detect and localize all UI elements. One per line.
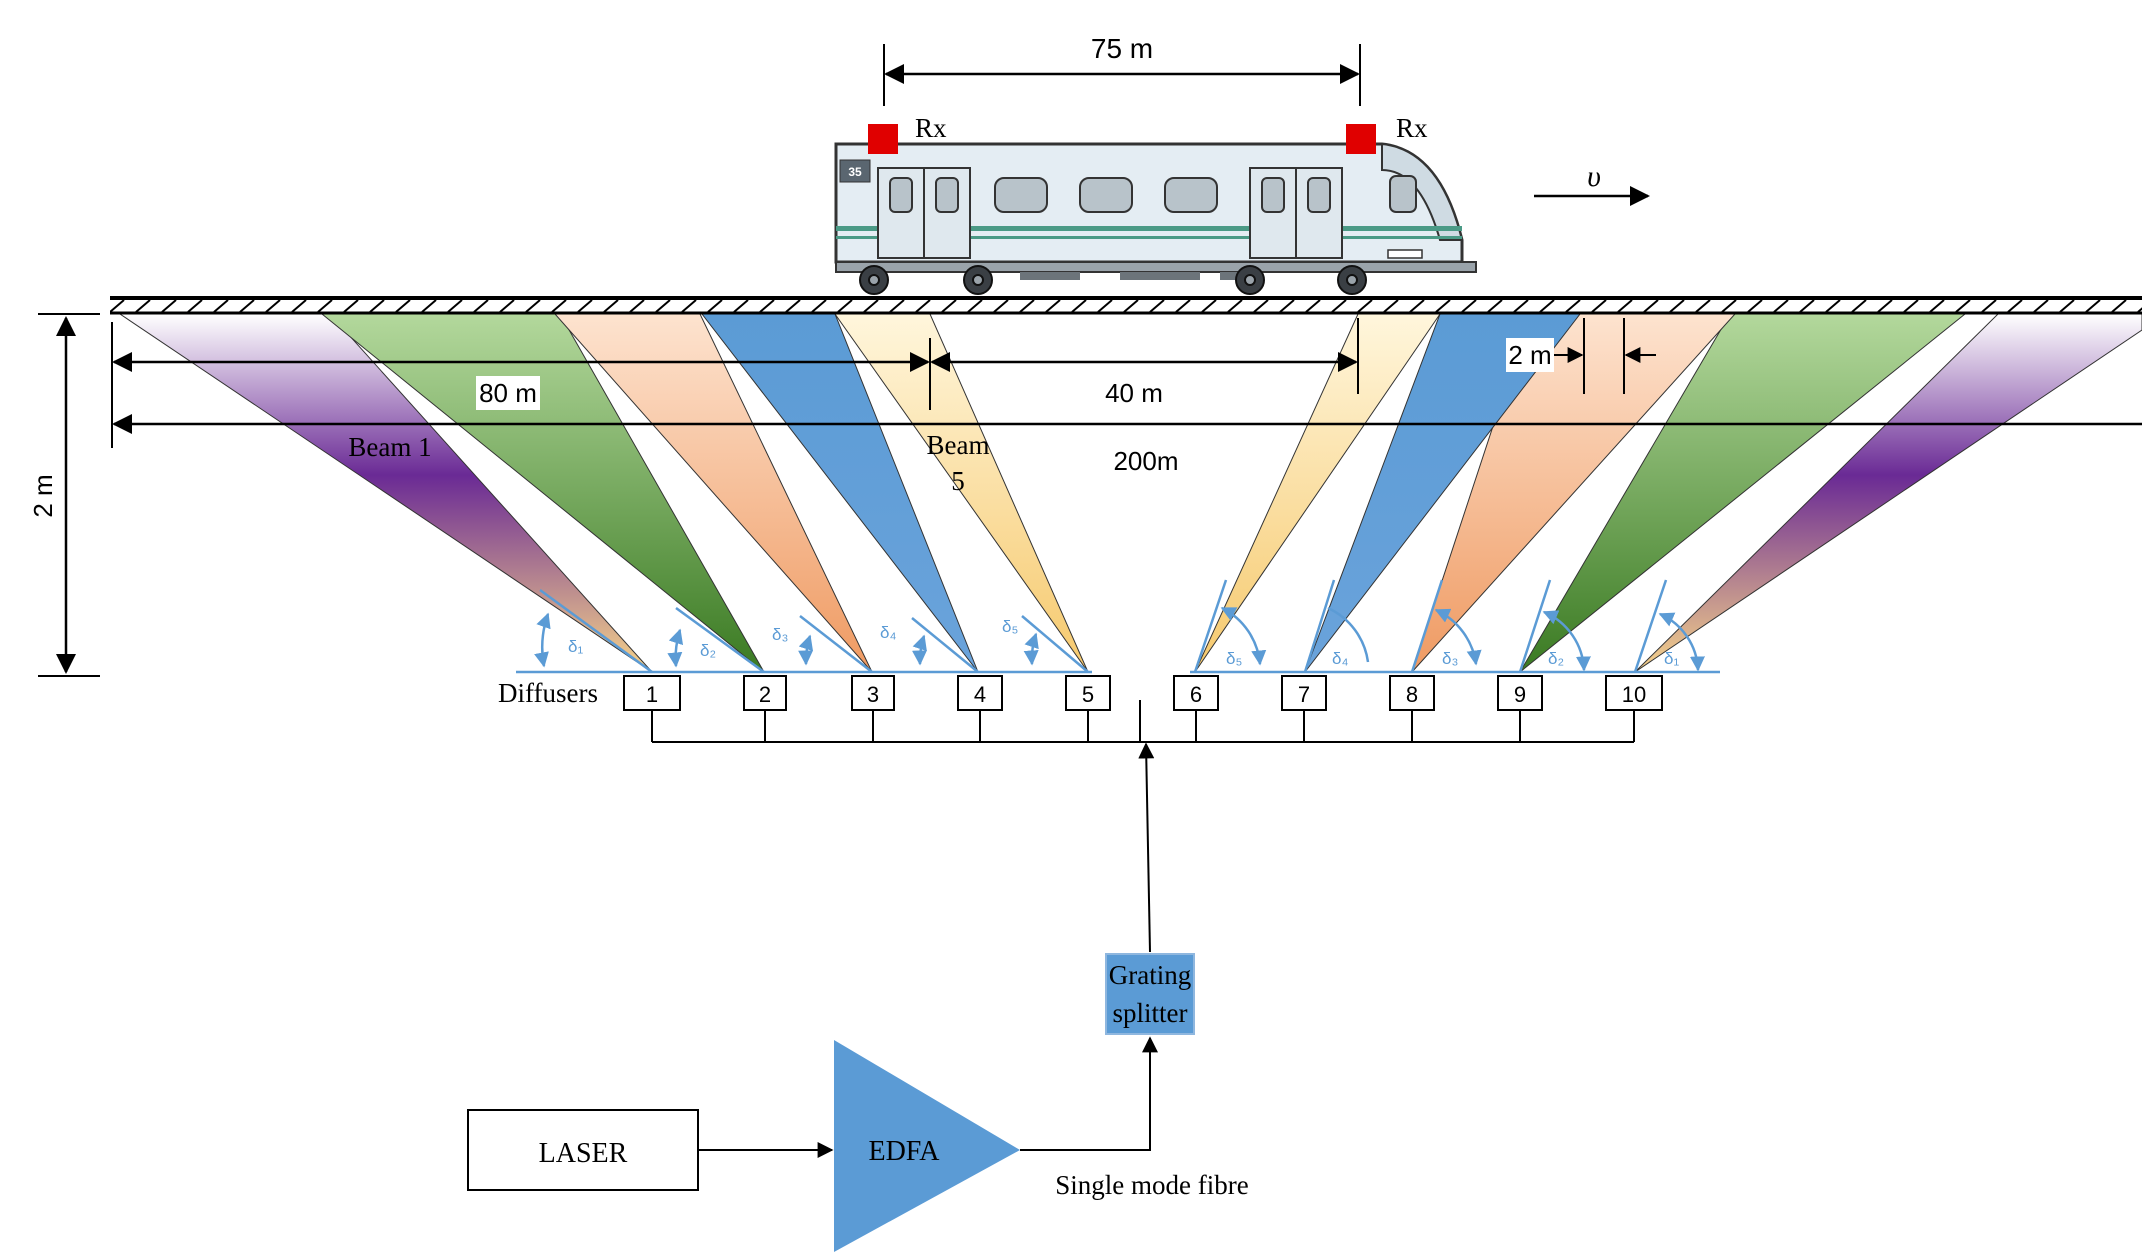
angle-markers-left — [534, 588, 1089, 674]
diffuser-1: 1 — [623, 675, 681, 711]
dim-200m-label: 200m — [1113, 446, 1178, 476]
laser-source: LASER — [467, 1109, 699, 1191]
dim-40m-label: 40 m — [1105, 378, 1163, 408]
svg-text:10: 10 — [1622, 682, 1646, 707]
rx-right-receiver — [1346, 124, 1376, 154]
dim-height-label: 2 m — [28, 474, 58, 517]
diffuser-6: 6 — [1173, 675, 1219, 711]
dim-80m-label: 80 m — [479, 378, 537, 408]
angle-left-1: δ₁ — [568, 637, 583, 656]
beams-left — [118, 313, 1089, 673]
beams-right — [1194, 313, 2142, 673]
track — [110, 296, 2142, 315]
svg-text:5: 5 — [1082, 682, 1094, 707]
svg-text:7: 7 — [1298, 682, 1310, 707]
angle-right-2: δ₄ — [1332, 649, 1348, 668]
splitter-to-bus-arrow — [1138, 742, 1155, 953]
diffuser-4: 4 — [957, 675, 1003, 711]
angle-left-2: δ₂ — [700, 641, 716, 660]
diffuser-5: 5 — [1065, 675, 1111, 711]
angle-left-4: δ₄ — [880, 623, 896, 642]
dim-2m-gap-label: 2 m — [1508, 340, 1551, 370]
grating-splitter: Grating splitter — [1105, 953, 1195, 1035]
svg-text:2: 2 — [759, 682, 771, 707]
svg-text:1: 1 — [646, 682, 658, 707]
svg-text:3: 3 — [867, 682, 879, 707]
angle-left-3: δ₃ — [772, 625, 788, 644]
fibre-label: Single mode fibre — [1055, 1170, 1248, 1200]
beam-5-label-line2: 5 — [951, 466, 965, 496]
diffuser-2: 2 — [743, 675, 787, 711]
angle-right-3: δ₃ — [1442, 649, 1458, 668]
diffuser-10: 10 — [1605, 675, 1663, 711]
dim-200m: 200m — [112, 414, 2142, 476]
grating-label-line1: Grating — [1109, 960, 1191, 990]
dim-75m-label: 75 m — [1091, 33, 1153, 64]
wheels — [859, 265, 1367, 295]
train: 35 Rx Rx — [834, 113, 1477, 295]
diffuser-8: 8 — [1389, 675, 1435, 711]
fibre-path — [1020, 1036, 1158, 1151]
grating-label-line2: splitter — [1113, 998, 1188, 1028]
diffuser-3: 3 — [851, 675, 895, 711]
car-number: 35 — [848, 165, 862, 179]
velocity-label: υ — [1587, 160, 1601, 193]
angle-right-4: δ₂ — [1548, 649, 1564, 668]
beam-5-label-line1: Beam — [927, 430, 990, 460]
dim-40m: 40 m — [929, 318, 1359, 410]
svg-text:6: 6 — [1190, 682, 1202, 707]
dim-height: 2 m — [28, 313, 100, 677]
edfa-amplifier: EDFA — [834, 1040, 1020, 1252]
rx-left-receiver — [868, 124, 898, 154]
rx-left-label: Rx — [915, 113, 947, 143]
dim-75m: 75 m — [883, 33, 1361, 106]
svg-text:8: 8 — [1406, 682, 1418, 707]
rx-right-label: Rx — [1396, 113, 1428, 143]
dim-2m-gap: 2 m — [1506, 318, 1656, 394]
angle-labels: δ₁ δ₂ δ₃ δ₄ δ₅ δ₅ δ₄ δ₃ δ₂ δ₁ — [568, 617, 1679, 668]
diffuser-boxes: 1 2 3 4 5 6 7 8 9 10 — [623, 675, 1663, 711]
diffusers-label: Diffusers — [498, 678, 598, 708]
beam-1-label: Beam 1 — [348, 432, 431, 462]
svg-text:4: 4 — [974, 682, 986, 707]
edfa-label: EDFA — [868, 1136, 940, 1167]
diffuser-9: 9 — [1497, 675, 1543, 711]
angle-markers-right — [1193, 579, 1705, 673]
diffuser-7: 7 — [1281, 675, 1327, 711]
angle-left-5: δ₅ — [1002, 617, 1018, 636]
angle-right-5: δ₁ — [1664, 649, 1679, 668]
laser-label: LASER — [539, 1138, 628, 1169]
distribution-bus — [651, 700, 1635, 743]
angle-right-1: δ₅ — [1226, 649, 1242, 668]
svg-text:9: 9 — [1514, 682, 1526, 707]
